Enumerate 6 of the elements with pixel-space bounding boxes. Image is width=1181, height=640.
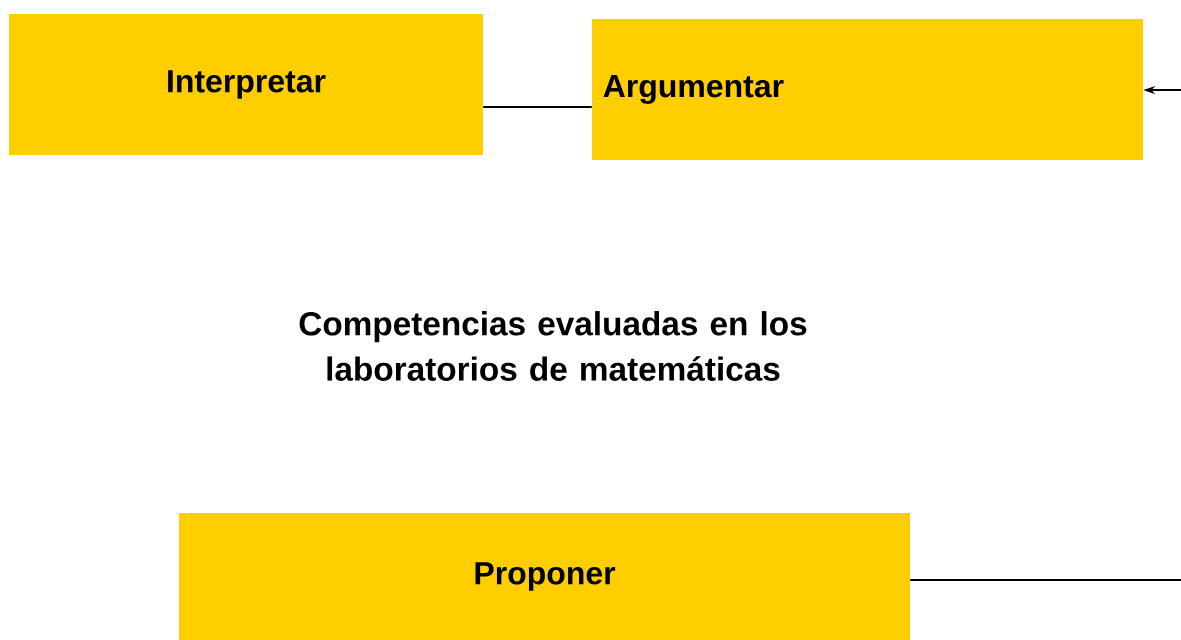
connector	[909, 579, 1181, 581]
process-box: Proponer	[179, 513, 910, 640]
process-box: Argumentar	[592, 18, 1143, 161]
process-box: Interpretar	[9, 13, 483, 156]
connector	[482, 106, 593, 108]
title: Competencias evaluadas en los laboratorios de matemáticas	[299, 311, 807, 381]
